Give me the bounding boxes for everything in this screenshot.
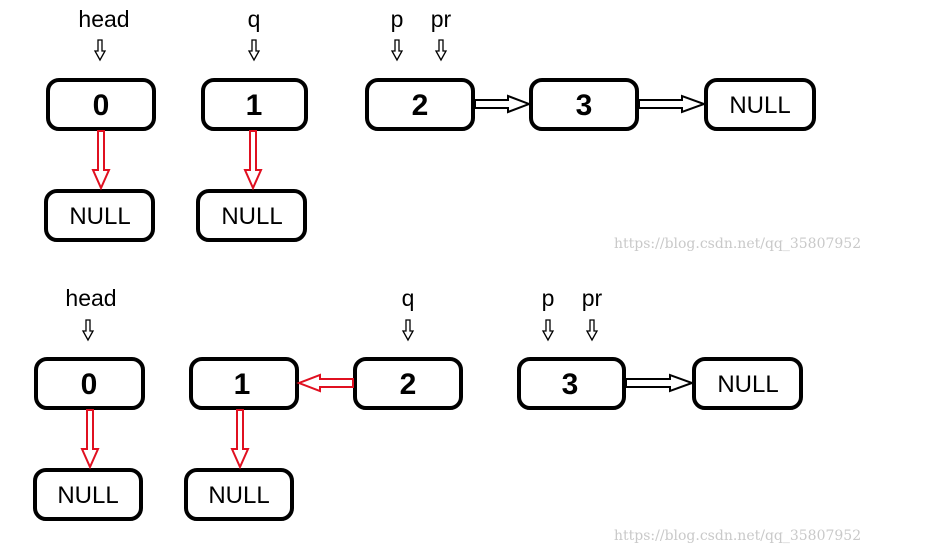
bottom-p-pointer-arrow-icon	[541, 319, 555, 342]
bottom-label-pr: pr	[582, 285, 603, 311]
top-p-pointer-arrow-icon	[390, 39, 404, 62]
top-q-pointer-arrow-icon	[247, 39, 261, 62]
bottom-node-3	[517, 357, 626, 410]
top-head-pointer-arrow-icon	[93, 39, 107, 62]
bottom-null-below-0-text: NULL	[57, 482, 118, 509]
bottom-pr-pointer-arrow-icon	[585, 319, 599, 342]
bottom-null-below-1	[184, 468, 294, 521]
bottom-null-tail-text: NULL	[717, 371, 778, 398]
top-node-3-value: 3	[576, 89, 593, 122]
top-node-3	[529, 78, 639, 131]
top-link-0-to-null-arrow	[91, 130, 111, 191]
top-node-0	[46, 78, 156, 131]
top-link-1-to-null-arrow	[243, 130, 263, 191]
bottom-link-3-to-null-arrow	[625, 373, 695, 393]
bottom-null-below-1-text: NULL	[208, 482, 269, 509]
top-node-1	[201, 78, 308, 131]
top-link-3-to-null-arrow	[638, 94, 707, 114]
top-pr-pointer-arrow-icon	[434, 39, 448, 62]
top-label-pr: pr	[431, 6, 452, 32]
top-null-below-0-text: NULL	[69, 203, 130, 230]
bottom-node-1	[189, 357, 299, 410]
bottom-label-head: head	[65, 285, 116, 311]
top-null-below-1	[196, 189, 307, 242]
top-null-below-1-text: NULL	[221, 203, 282, 230]
top-null-tail-text: NULL	[729, 92, 790, 119]
bottom-link-0-to-null-arrow	[80, 409, 100, 470]
top-node-2	[365, 78, 475, 131]
top-label-p: p	[391, 6, 404, 32]
bottom-null-below-0	[33, 468, 143, 521]
bottom-node-3-value: 3	[562, 368, 579, 401]
bottom-q-pointer-arrow-icon	[401, 319, 415, 342]
bottom-null-tail	[692, 357, 803, 410]
bottom-node-0	[34, 357, 145, 410]
bottom-node-2	[353, 357, 463, 410]
bottom-label-p: p	[542, 285, 555, 311]
top-node-1-value: 1	[246, 89, 263, 122]
top-null-tail	[704, 78, 816, 131]
bottom-node-1-value: 1	[234, 368, 251, 401]
top-node-0-value: 0	[93, 89, 110, 122]
bottom-node-2-value: 2	[400, 368, 417, 401]
bottom-link-1-to-null-arrow	[230, 409, 250, 470]
top-node-2-value: 2	[412, 89, 429, 122]
top-null-below-0	[44, 189, 155, 242]
top-link-2-to-3-arrow	[474, 94, 532, 114]
bottom-head-pointer-arrow-icon	[81, 319, 95, 342]
bottom-link-2-to-1-arrow	[296, 373, 354, 393]
top-label-head: head	[78, 6, 129, 32]
top-label-q: q	[248, 6, 261, 32]
top-diagram: head q p pr 0 1 2 3 NULL	[44, 6, 816, 242]
bottom-diagram: head q p pr 0 1 2 3 NULL	[33, 285, 803, 521]
watermark-bottom: https://blog.csdn.net/qq_35807952	[614, 528, 861, 544]
bottom-node-0-value: 0	[81, 368, 98, 401]
watermark-top: https://blog.csdn.net/qq_35807952	[614, 236, 861, 252]
bottom-label-q: q	[402, 285, 415, 311]
